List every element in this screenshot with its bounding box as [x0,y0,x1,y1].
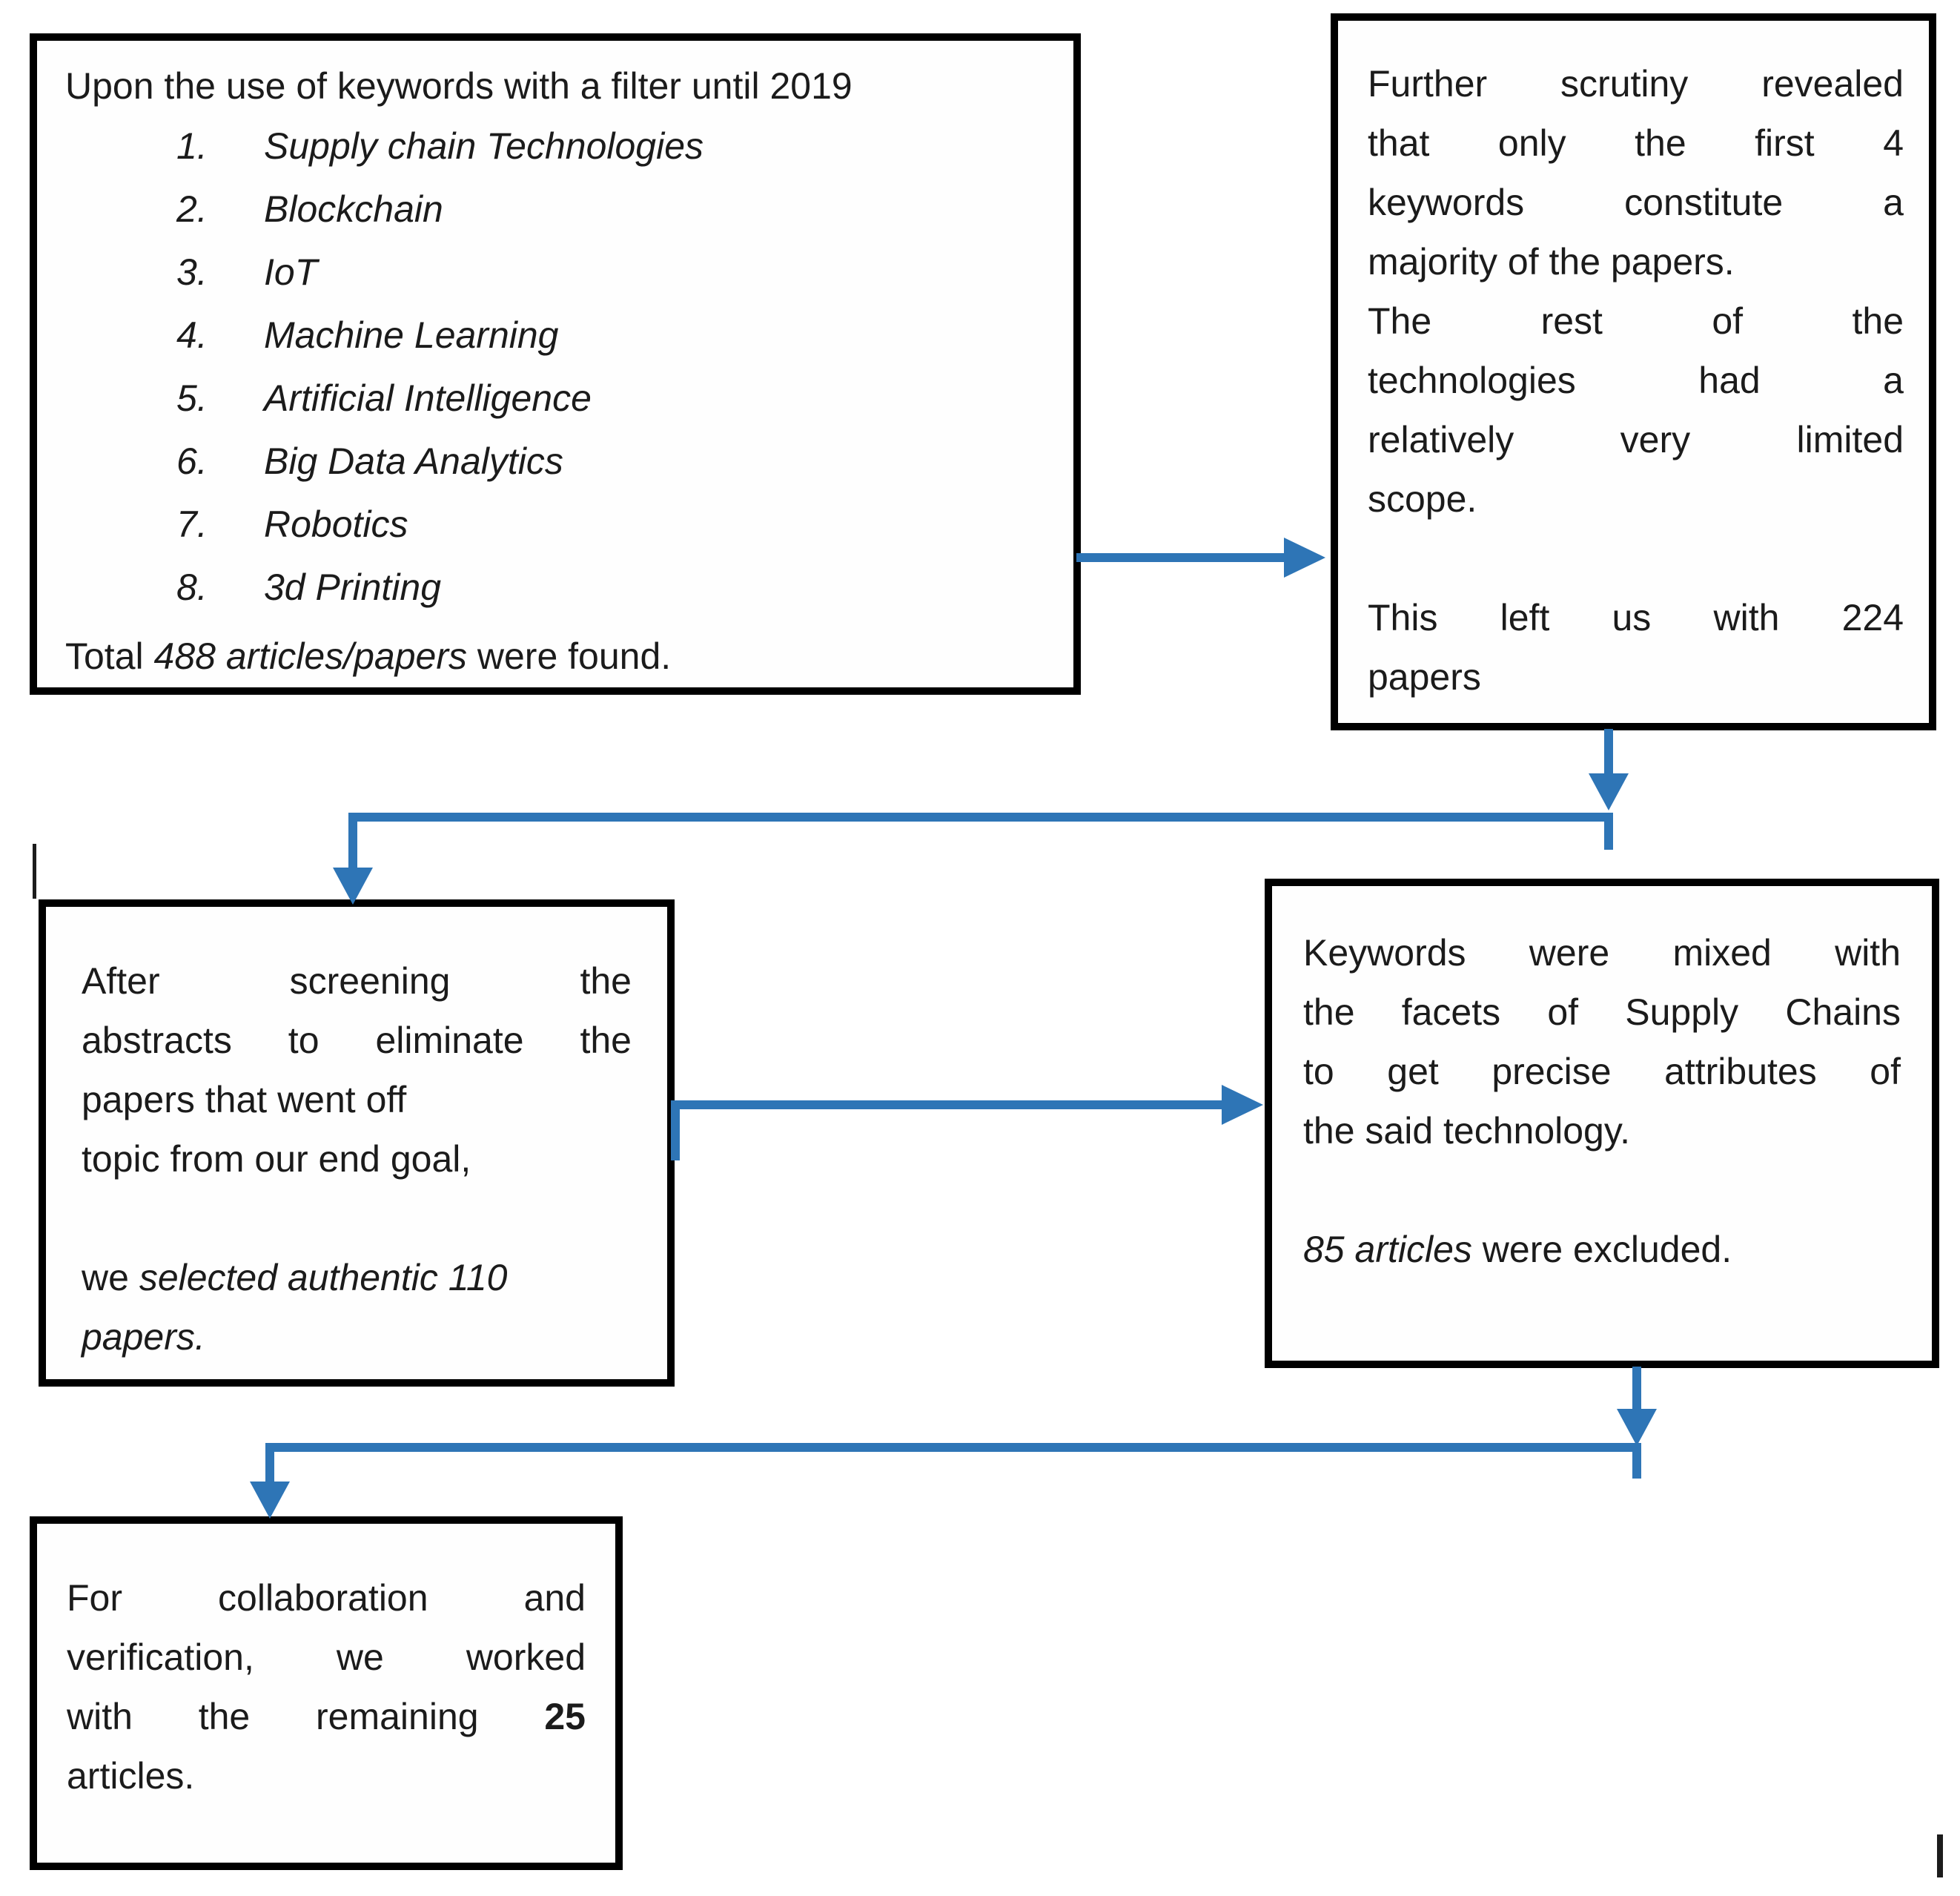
text-line: keywords constitute a [1368,182,1904,223]
total-suffix: were found. [466,635,672,677]
stray-mark [33,844,36,899]
box-scrutiny-result: Further scrutiny revealed that only the … [1331,13,1936,730]
keyword-label: Supply chain Technologies [264,125,704,167]
keyword-label: Robotics [264,503,408,545]
excluded-count: 85 articles [1303,1229,1472,1270]
text-line: Keywords were mixed with [1303,932,1901,974]
keyword-label: Machine Learning [264,314,559,356]
list-number: 2. [176,188,208,230]
total-prefix: Total [65,635,154,677]
connector-elbow-box5-vertical [265,1447,274,1486]
box-keyword-search: Upon the use of keywords with a filter u… [30,33,1081,695]
stray-mark [1937,1834,1943,1877]
box1-total-line: Total 488 articles/papers were found. [65,627,1045,686]
selected-count-cont: papers. [82,1316,205,1358]
text-line: the facets of Supply Chains [1303,991,1901,1033]
connector-elbow-box5-horizontal [265,1443,1641,1452]
keyword-list-item: 6. Big Data Analytics [65,430,1045,493]
connector-elbow-box3-right-stub [1604,817,1613,850]
list-number: 1. [176,125,208,167]
text-line: articles. [67,1755,195,1797]
box1-title: Upon the use of keywords with a filter u… [65,65,852,107]
remaining-line: with the remaining 25 [67,1687,586,1746]
text-line: Further scrutiny revealed [1368,63,1904,105]
blank-line [1368,529,1904,588]
connector-box4-down-line [1632,1367,1641,1413]
text-line: papers [1368,656,1481,698]
list-number: 8. [176,567,208,608]
keyword-list-item: 7. Robotics [65,493,1045,556]
text-line: verification, we worked [67,1636,586,1678]
text-line: relatively very limited [1368,419,1904,460]
keyword-list-item: 8. 3d Printing [65,556,1045,619]
keyword-list-item: 4. Machine Learning [65,304,1045,367]
list-number: 3. [176,251,208,293]
arrowhead-down-icon [333,868,373,905]
remaining-count: 25 [544,1696,586,1737]
selected-papers-line: papers. [82,1307,632,1367]
connector-elbow-box5-right-stub [1632,1447,1641,1479]
text-line: papers that went off [82,1079,407,1120]
arrowhead-down-icon [1589,773,1629,810]
box-facet-mixing: Keywords were mixed with the facets of S… [1265,879,1939,1368]
list-number: 5. [176,377,208,419]
text-line: abstracts to eliminate the [82,1020,632,1061]
connector-elbow-box3-horizontal [348,813,1613,822]
total-count: 488 articles/papers [153,635,467,677]
text-line: majority of the papers. [1368,241,1735,283]
connector-elbow-box3-vertical [348,817,357,873]
text-line: the said technology. [1303,1110,1631,1152]
list-number: 4. [176,314,208,356]
arrowhead-right-icon [1222,1085,1263,1125]
excluded-suffix: were excluded. [1471,1229,1732,1270]
selected-count: selected authentic 110 [139,1257,508,1298]
selected-prefix: we [82,1257,139,1298]
text-line: scope. [1368,478,1477,520]
keyword-list-item: 3. IoT [65,241,1045,304]
keyword-label: Big Data Analytics [264,440,563,482]
keyword-label: 3d Printing [264,567,442,608]
arrowhead-down-icon [1617,1409,1657,1446]
keyword-label: Artificial Intelligence [264,377,592,419]
connector-box3-box4-line [671,1100,1234,1109]
arrowhead-right-icon [1284,538,1325,578]
text-line: technologies had a [1368,360,1904,401]
box-abstract-screening: After screening the abstracts to elimina… [39,899,675,1387]
connector-box2-down-line [1604,729,1613,775]
list-number: 7. [176,503,208,545]
text-line: to get precise attributes of [1303,1051,1901,1092]
text-line: topic from our end goal, [82,1138,471,1180]
excluded-line: 85 articles were excluded. [1303,1220,1901,1279]
keyword-list-item: 5. Artificial Intelligence [65,367,1045,430]
text-line: that only the first 4 [1368,122,1904,164]
blank-line [82,1189,632,1248]
text-line: After screening the [82,960,632,1002]
blank-line [1303,1160,1901,1220]
text-line: This left us with 224 [1368,597,1904,638]
selected-papers-line: we selected authentic 110 [82,1248,632,1307]
arrowhead-down-icon [250,1482,290,1519]
text-line: For collaboration and [67,1577,586,1619]
connector-box3-box4-stub [671,1105,680,1160]
remaining-prefix: with the remaining [67,1696,479,1737]
keyword-list-item: 1. Supply chain Technologies [65,115,1045,178]
connector-box1-box2-line [1076,553,1291,562]
list-number: 6. [176,440,208,482]
keyword-label: Blockchain [264,188,443,230]
text-line: The rest of the [1368,300,1904,342]
keyword-label: IoT [264,251,318,293]
keyword-list-item: 2. Blockchain [65,178,1045,241]
box-final-articles: For collaboration and verification, we w… [30,1516,623,1870]
